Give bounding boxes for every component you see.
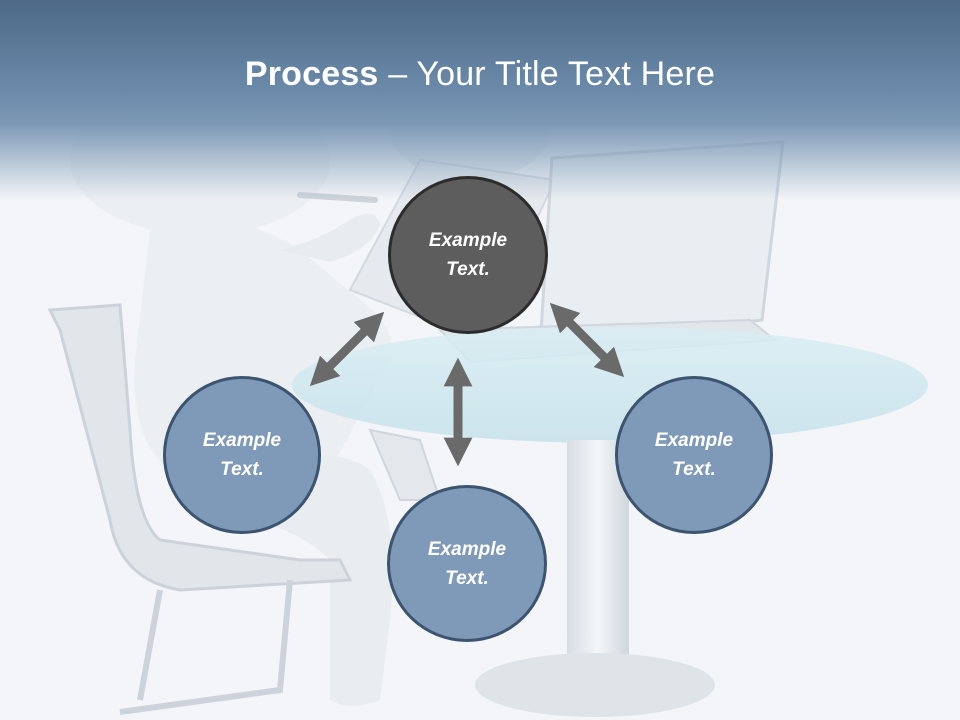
chair-legs	[119, 579, 293, 715]
arrow-top-right	[549, 302, 625, 378]
arrow-top-left	[309, 311, 385, 387]
title-rest: – Your Title Text Here	[378, 55, 716, 93]
node-right-line2: Text.	[672, 459, 716, 480]
node-left-line2: Text.	[220, 459, 264, 480]
slide-title: Process – Your Title Text Here	[0, 52, 960, 96]
figure-arm	[280, 213, 380, 262]
node-right-line1: Example	[654, 430, 734, 451]
table-base	[475, 653, 715, 717]
node-top-line1: Example	[428, 230, 508, 251]
title-bold: Process	[244, 55, 379, 93]
node-left-line1: Example	[202, 430, 282, 451]
node-top-line2: Text.	[446, 259, 490, 280]
title-bar	[0, 0, 960, 200]
node-bottom-line2: Text.	[445, 567, 489, 589]
chair	[47, 303, 353, 592]
node-bottom-line1: Example	[427, 538, 507, 560]
